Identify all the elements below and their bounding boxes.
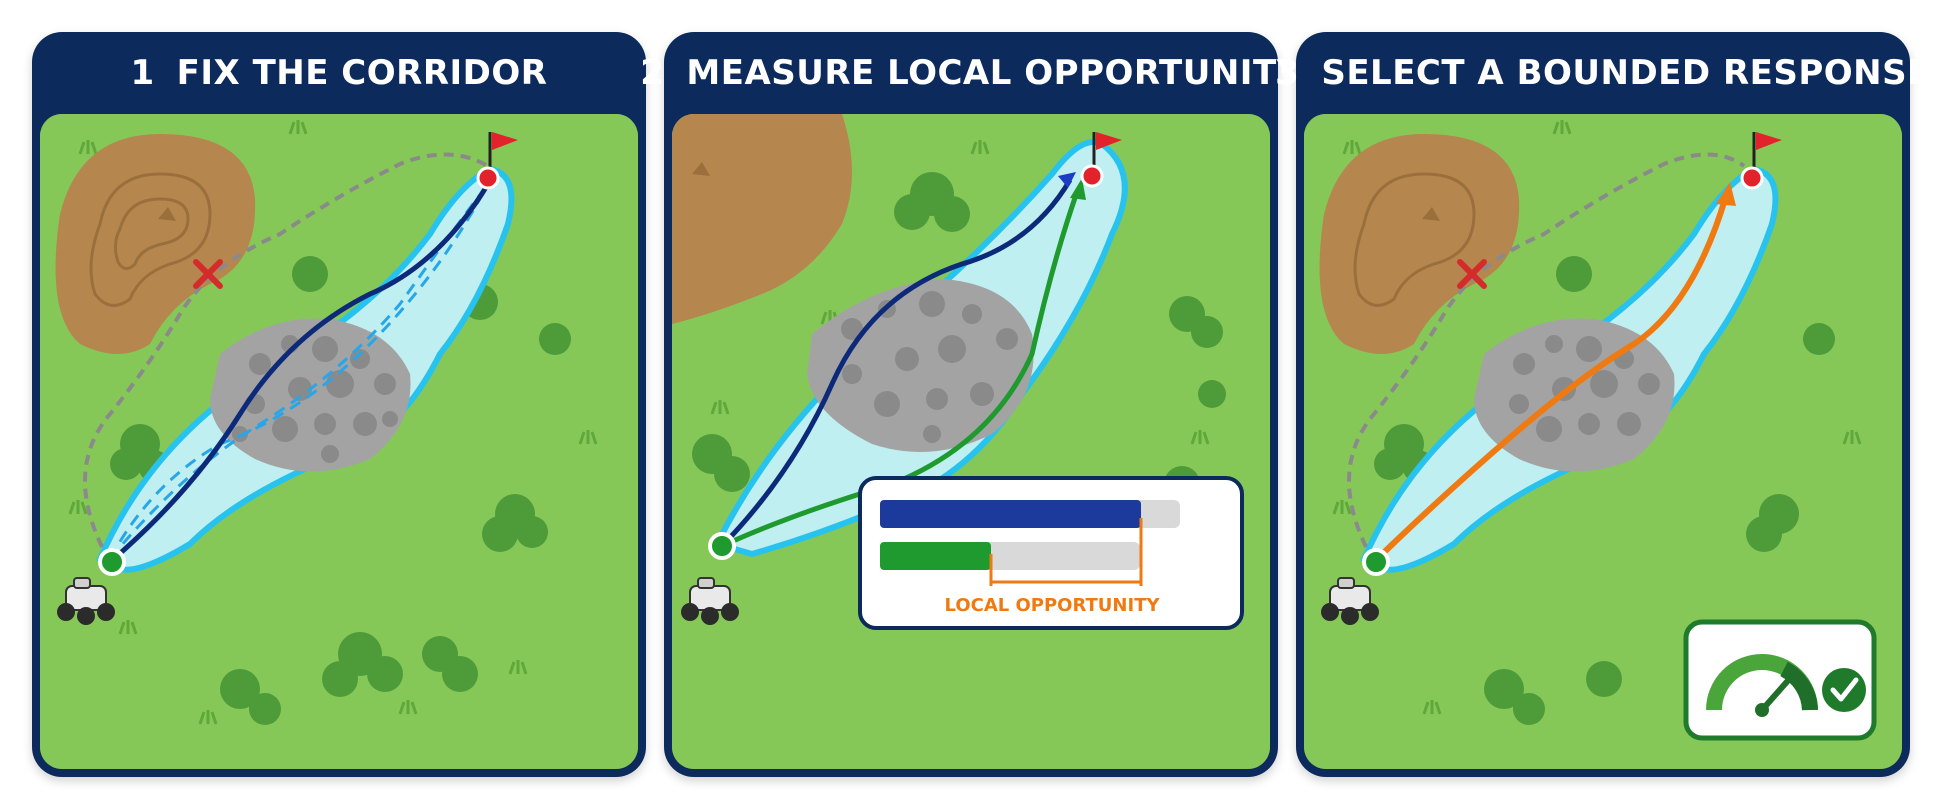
start-marker-icon [98, 548, 126, 576]
local-path [720, 191, 1080, 549]
planned-arrowhead [1058, 172, 1076, 188]
planned-path [720, 178, 1073, 548]
dirt-patch [672, 114, 852, 324]
grass-tufts [68, 120, 598, 725]
speed-gauge-icon [1706, 654, 1818, 717]
step-number: 2 [640, 53, 665, 93]
map-panel-3 [1304, 114, 1902, 769]
panel-title: 3 SELECT A BOUNDED RESPONSE [1275, 32, 1930, 114]
checkmark-icon [1822, 668, 1866, 712]
step-title: SELECT A BOUNDED RESPONSE [1321, 53, 1931, 93]
bushes [1374, 256, 1835, 725]
panel-fix-corridor: 1 FIX THE CORRIDOR [32, 32, 646, 777]
dirt-patch [55, 134, 256, 354]
local-arrowhead [1070, 178, 1086, 200]
goal-flag-icon [476, 132, 518, 190]
local-bar [880, 542, 991, 570]
rock-field [1474, 318, 1675, 472]
rock-field [807, 279, 1034, 452]
panel-select-response: 3 SELECT A BOUNDED RESPONSE [1275, 32, 1930, 777]
blocked-x-icon [193, 259, 223, 289]
reference-bar [880, 500, 1141, 528]
grass-tufts [1332, 120, 1862, 715]
start-marker-icon [1362, 548, 1390, 576]
map-panel-2: LOCAL OPPORTUNITY [672, 114, 1270, 769]
planned-path [108, 182, 491, 564]
goal-flag-icon [1080, 132, 1122, 188]
dirt-patch [1319, 134, 1520, 354]
rover-icon [57, 577, 115, 625]
step-number: 1 [130, 53, 155, 93]
rover-icon [681, 577, 739, 625]
step-title: FIX THE CORRIDOR [176, 53, 548, 93]
opportunity-box: LOCAL OPPORTUNITY [858, 476, 1244, 630]
detour-path [1347, 152, 1746, 563]
step-title: MEASURE LOCAL OPPORTUNITY [686, 53, 1302, 93]
map-panel-1 [40, 114, 638, 769]
start-marker-icon [708, 532, 736, 560]
selected-arrowhead [1716, 182, 1736, 206]
panel-title: 2 MEASURE LOCAL OPPORTUNITY [640, 32, 1301, 114]
goal-flag-icon [1740, 132, 1782, 190]
opportunity-bracket [989, 518, 1143, 586]
opportunity-label: LOCAL OPPORTUNITY [944, 595, 1160, 616]
bounded-response-badge [1683, 619, 1877, 741]
rover-icon [1321, 577, 1379, 625]
detour-path [83, 152, 490, 563]
blocked-x-icon [1457, 259, 1487, 289]
selected-path [1371, 195, 1729, 565]
panel-measure-opportunity: 2 MEASURE LOCAL OPPORTUNITY [640, 32, 1301, 777]
alt-path-2 [108, 183, 490, 560]
step-number: 3 [1275, 53, 1300, 93]
panel-title: 1 FIX THE CORRIDOR [32, 32, 646, 114]
